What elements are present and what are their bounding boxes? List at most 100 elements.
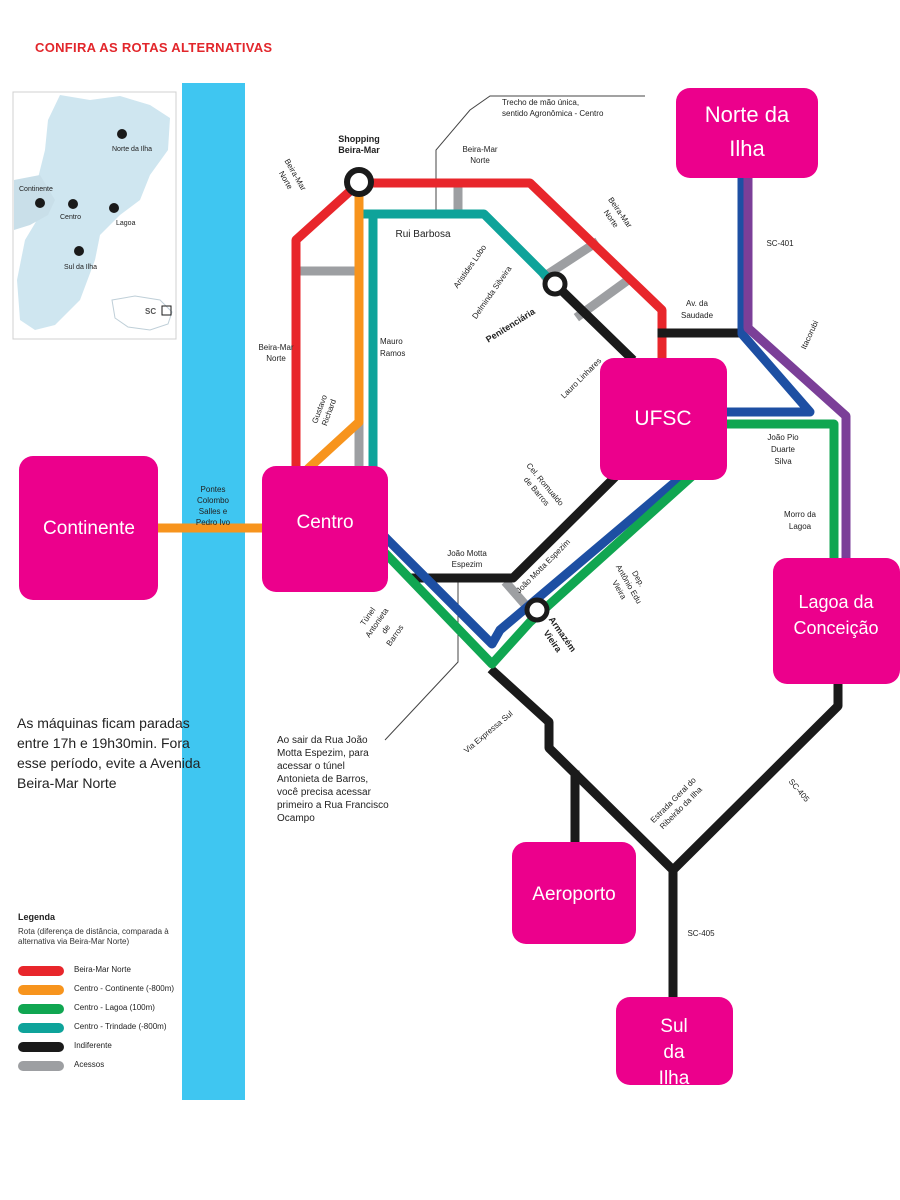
inset-label-continente: Continente [19,186,53,193]
legend-swatch [18,966,64,976]
station-armazem [524,597,550,623]
label-lauro: Lauro Linhares [559,356,603,400]
inset-label-sul: Sul da Ilha [64,264,97,271]
label-estrada-geral: Estrada Geral doRibeirão da Ilha [649,775,706,832]
station-penitenciaria [542,271,568,297]
inset-sc-shape [111,295,173,331]
label-beira-mar-left-rot: Beira-MarNorte [273,157,308,198]
legend-item-lagoa: Centro - Lagoa (100m) [18,1003,188,1015]
inset-dot-continente [35,198,45,208]
inset-dot-sul [74,246,84,256]
route-indiferente-3 [408,473,619,583]
inset-dot-lagoa [109,203,119,213]
label-delminda: Delminda Silveira [470,264,513,321]
station-shopping-beira-mar [344,167,374,197]
water-channel [182,83,245,1100]
route-blue-south [381,471,687,649]
legend-label: Beira-Mar Norte [74,965,131,974]
label-beira-mar-right: Beira-MarNorte [597,196,634,237]
legend-label: Indiferente [74,1041,112,1050]
legend-item-continente: Centro - Continente (-800m) [18,984,188,996]
legend-title: Legenda [18,912,56,922]
route-indiferente-1 [548,277,637,364]
inset-label-norte: Norte da Ilha [112,146,152,153]
inset-map: Norte da Ilha Continente Centro Lagoa Su… [12,91,177,340]
page-title: CONFIRA AS ROTAS ALTERNATIVAS [35,40,273,55]
legend-swatch [18,1023,64,1033]
hub-centro-box [262,466,388,592]
inset-island [17,95,170,330]
label-romualdo: Cel. Romualdode Barros [516,461,566,515]
inset-sc-badge: SC [145,307,156,316]
traffic-note: As máquinas ficam paradas entre 17h e 19… [17,715,201,791]
route-itacorubi [743,170,851,565]
label-armazem: ArmazémVieira [537,615,578,661]
legend-item-acessos: Acessos [18,1060,188,1072]
label-sc405: SC-405 [687,929,715,938]
label-sc401: SC-401 [766,239,794,248]
hub-continente-box [19,456,158,600]
inset-label-lagoa: Lagoa [116,220,136,227]
hub-ufsc-label: UFSC [634,407,691,430]
routes [153,170,851,1005]
label-aristides: Aristides Lobo [452,243,489,290]
legend-swatch [18,1042,64,1052]
route-blue-sc401 [722,170,815,417]
inset-marker [161,305,172,316]
legend-swatch [18,1004,64,1014]
label-itacorubi: Itacorubi [799,319,820,351]
route-acessos-3 [538,237,601,283]
inset-dot-norte [117,129,127,139]
legend-item-beira-mar: Beira-Mar Norte [18,965,188,977]
legend-label: Centro - Trindade (-800m) [74,1022,167,1031]
route-beira-mar-norte [291,178,667,471]
hub-aeroporto-box [512,842,636,944]
legend-item-indiferente: Indiferente [18,1041,188,1053]
hub-ufsc-box [600,358,727,480]
inset-label-centro: Centro [60,214,81,221]
inset-continent [14,175,55,230]
label-sc405-diag: SC-405 [787,777,812,804]
legend-item-trindade: Centro - Trindade (-800m) [18,1022,188,1034]
stations [344,167,568,623]
route-lagoa [381,419,839,669]
label-trecho: Trecho de mão única,sentido Agronômica -… [502,98,604,118]
hubs [19,88,900,1085]
label-penitenciaria: Penitenciária [484,306,538,345]
hub-norte-box [676,88,818,178]
route-trindade [368,209,561,471]
label-rui-barbosa: Rui Barbosa [395,229,450,240]
hub-sul-box [616,997,733,1085]
route-acessos-6 [501,578,529,608]
hub-aeroporto-label: Aeroporto [532,884,615,905]
legend-label: Centro - Continente (-800m) [74,984,175,993]
label-gustavo: GustavoRichard [310,393,338,428]
hub-lagoa-box [773,558,900,684]
label-via-expressa: Via Expressa Sul [462,709,515,755]
route-continente-north [304,180,364,473]
legend-label: Centro - Lagoa (100m) [74,1003,155,1012]
legend-swatch [18,1061,64,1071]
legend-swatch [18,985,64,995]
inset-dot-centro [68,199,78,209]
route-indiferente-4 [487,665,843,875]
legend-description: Rota (diferença de distância, comparada … [18,927,169,946]
hub-continente-label: Continente [43,518,135,539]
hub-centro-label: Centro [296,512,353,533]
